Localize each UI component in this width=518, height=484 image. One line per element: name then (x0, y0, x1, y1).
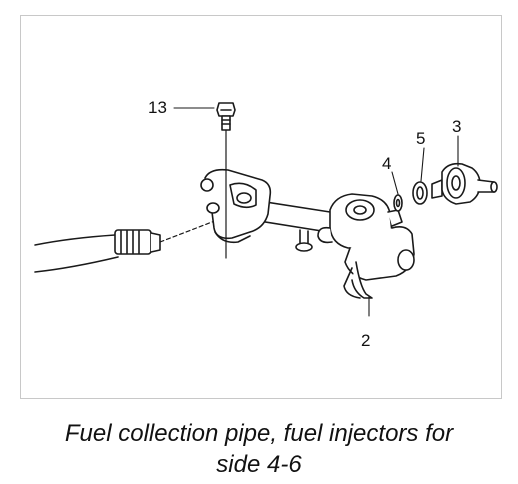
caption-line-1: Fuel collection pipe, fuel injectors for (64, 420, 454, 447)
callout-bolt: 13 (148, 98, 167, 117)
pressure-regulator (431, 162, 498, 205)
bolt (216, 102, 236, 259)
callout-fuel-rail: 2 (361, 331, 371, 350)
o-ring (412, 181, 428, 205)
left-bracket (200, 168, 272, 244)
callout-o-ring: 5 (416, 129, 426, 148)
seal-ring (393, 194, 403, 212)
figure-caption: Fuel collection pipe, fuel injectors for… (0, 418, 518, 480)
leader-lines (173, 107, 459, 317)
injector-housing (317, 193, 415, 299)
caption-line-2: side 4-6 (216, 451, 302, 478)
fuel-hose (34, 229, 161, 273)
callout-pressure-regulator: 3 (452, 117, 462, 136)
callout-seal-ring: 4 (382, 154, 392, 173)
